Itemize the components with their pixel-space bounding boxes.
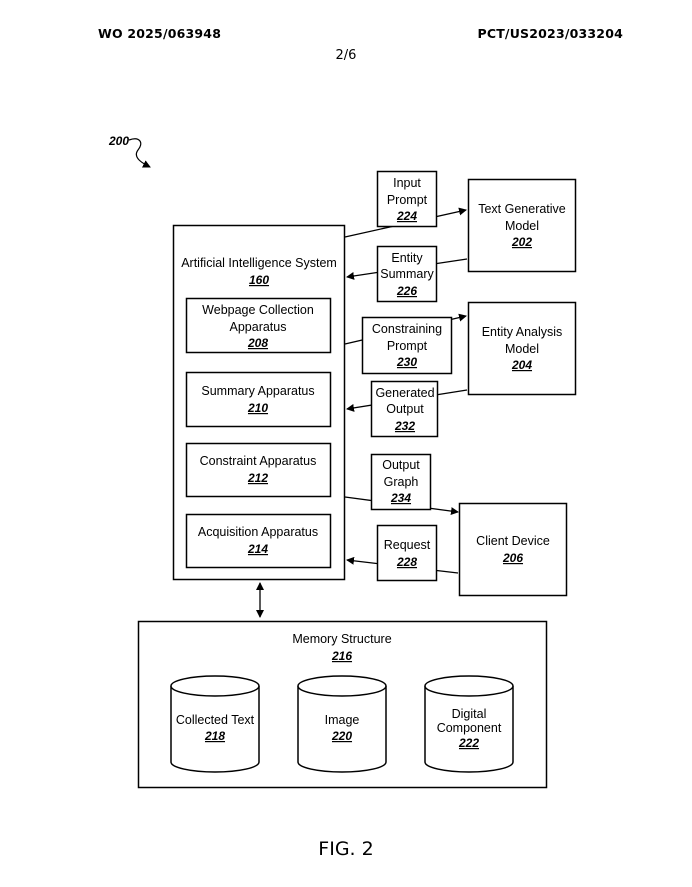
collected-text-cylinder: Collected Text 218 — [170, 675, 260, 773]
constraining-prompt-number: 230 — [396, 355, 417, 369]
memory-structure-box: Memory Structure 216 — [137, 620, 548, 789]
client-device-label: Client Device — [476, 534, 550, 548]
ai-system-box: Artificial Intelligence System 160 — [172, 224, 346, 581]
memory-structure-label: Memory Structure — [292, 632, 391, 646]
input-prompt-box: Input Prompt 224 — [376, 170, 438, 228]
constraining-prompt-label-line1: Constraining — [372, 322, 442, 336]
input-prompt-label-line1: Input — [393, 176, 421, 190]
webpage-collection-number: 208 — [247, 336, 268, 350]
generated-output-number: 232 — [394, 419, 415, 433]
image-label: Image — [325, 713, 360, 727]
request-box: Request 228 — [376, 524, 438, 582]
summary-apparatus-box: Summary Apparatus 210 — [185, 371, 332, 428]
acquisition-apparatus-label: Acquisition Apparatus — [198, 525, 318, 539]
input-prompt-label-line2: Prompt — [387, 193, 428, 207]
output-graph-number: 234 — [390, 491, 411, 505]
text-generative-model-number: 202 — [511, 235, 532, 249]
summary-apparatus-number: 210 — [247, 401, 268, 415]
generated-output-label-line2: Output — [386, 402, 424, 416]
text-generative-model-label-line2: Model — [505, 219, 539, 233]
constraining-prompt-label-line2: Prompt — [387, 339, 428, 353]
request-label: Request — [384, 538, 431, 552]
webpage-collection-label-line1: Webpage Collection — [202, 303, 314, 317]
acquisition-apparatus-box: Acquisition Apparatus 214 — [185, 513, 332, 569]
figure-ref-number: 200 — [108, 134, 129, 148]
collected-text-label: Collected Text — [176, 713, 255, 727]
input-prompt-number: 224 — [396, 209, 417, 223]
entity-analysis-model-label-line1: Entity Analysis — [482, 325, 563, 339]
generated-output-label-line1: Generated — [375, 386, 434, 400]
text-generative-model-box: Text Generative Model 202 — [467, 178, 577, 273]
collected-text-number: 218 — [204, 729, 225, 743]
sheet-number: 2/6 — [335, 48, 357, 63]
publication-number: WO 2025/063948 — [98, 26, 222, 41]
generated-output-box: Generated Output 232 — [370, 380, 439, 438]
constraint-apparatus-number: 212 — [247, 471, 268, 485]
output-graph-label-line2: Graph — [384, 475, 419, 489]
constraining-prompt-box: Constraining Prompt 230 — [361, 316, 453, 375]
webpage-collection-apparatus-box: Webpage Collection Apparatus 208 — [185, 297, 332, 354]
figure-ref-arrow — [128, 138, 151, 168]
figure-reference: 200 — [108, 134, 151, 168]
digital-component-number: 222 — [458, 736, 479, 750]
entity-analysis-model-number: 204 — [511, 358, 532, 372]
entity-summary-label-line2: Summary — [380, 267, 434, 281]
request-number: 228 — [396, 555, 417, 569]
digital-component-cylinder: Digital Component 222 — [424, 675, 514, 773]
entity-summary-label-line1: Entity — [391, 251, 423, 265]
image-number: 220 — [331, 729, 352, 743]
entity-summary-number: 226 — [396, 284, 417, 298]
text-generative-model-label-line1: Text Generative — [478, 202, 566, 216]
output-graph-box: Output Graph 234 — [370, 453, 432, 511]
entity-analysis-model-label-line2: Model — [505, 342, 539, 356]
client-device-box: Client Device 206 — [458, 502, 568, 597]
entity-summary-box: Entity Summary 226 — [376, 245, 438, 303]
output-graph-label-line1: Output — [382, 458, 420, 472]
webpage-collection-label-line2: Apparatus — [230, 320, 287, 334]
ai-system-number: 160 — [249, 273, 269, 287]
summary-apparatus-label: Summary Apparatus — [201, 384, 314, 398]
image-cylinder: Image 220 — [297, 675, 387, 773]
entity-analysis-model-box: Entity Analysis Model 204 — [467, 301, 577, 396]
digital-component-label-line1: Digital — [452, 707, 487, 721]
application-number: PCT/US2023/033204 — [477, 26, 623, 41]
constraint-apparatus-label: Constraint Apparatus — [200, 454, 317, 468]
digital-component-label-line2: Component — [437, 721, 502, 735]
constraint-apparatus-box: Constraint Apparatus 212 — [185, 442, 332, 498]
ai-system-label: Artificial Intelligence System — [181, 256, 337, 270]
memory-structure-number: 216 — [331, 649, 352, 663]
figure-caption: FIG. 2 — [318, 838, 374, 860]
acquisition-apparatus-number: 214 — [247, 542, 268, 556]
client-device-number: 206 — [502, 551, 523, 565]
